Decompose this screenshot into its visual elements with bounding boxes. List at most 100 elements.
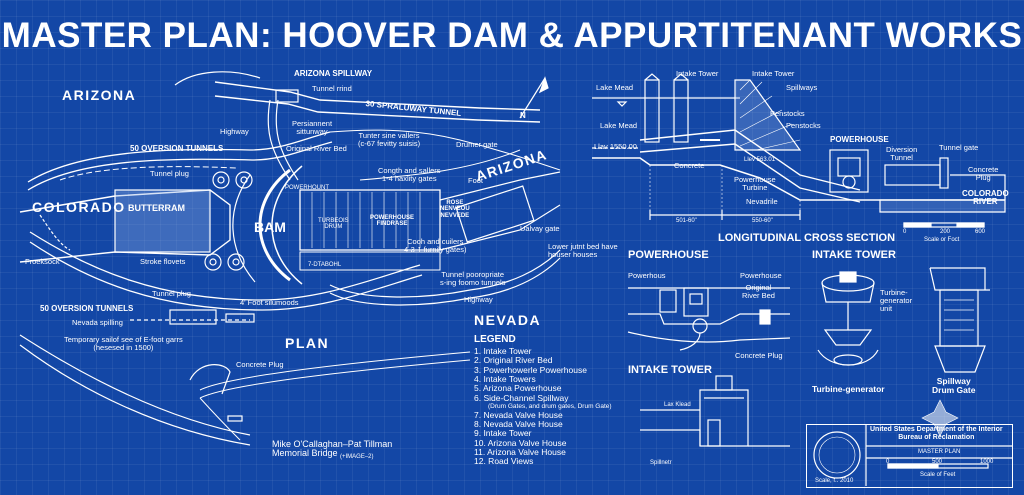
intake-tower-right-title: INTAKE TOWER [812,249,896,261]
butterram-label: BUTTERRAM [128,203,185,213]
title-block-drawing [813,424,1012,486]
turbine-generator-unit-label: Turbine- generator unit [880,288,913,313]
legend-item: 12. Road Views [474,456,534,467]
ualvay-gate-label: Ualvay gate [520,224,560,233]
title-scale-tick: 500 [932,459,943,465]
legend-item: 3. Powerhowerle Powerhouse [474,364,587,375]
intake-tower-left-title: INTAKE TOWER [628,364,712,376]
penstocks-1-label: Penstocks [770,109,805,118]
lake-mead-label: Lake Mead [600,121,638,130]
concrete-plug-plan-label: Concrete Plug [236,360,284,369]
congth-label: Congth and sallers 1-4 haxlity gates [378,166,441,183]
nevadrile-label: Nevadrile [746,197,778,206]
tdabohl-label: 7-DTABOHL [308,262,342,268]
section-powerhouse-label: POWERHOUSE [830,135,889,144]
foot-label: Foot [468,176,484,185]
arizona-spillway-label: ARIZONA SPILLWAY [294,69,373,78]
region-nevada: NEVADA [474,312,542,328]
legend-item: 4. Intake Towers [474,374,536,385]
lake-mead-top-label: Lake Mead [596,83,634,92]
bridge-label: Mike O'Callaghan–Pat Tillman Memorial Br… [272,439,393,459]
dam-label: BAM [254,219,286,235]
highway-bottom-label: Highway [464,295,493,304]
title-scale-tick: 1000 [980,459,994,465]
bridge-tag: (+IMAGE–2) [340,454,374,460]
section-scale-tick: 200 [940,229,951,235]
section-scale-tick: 600 [975,229,986,235]
plan-view [19,71,561,446]
penstocks-2-label: Penstocks [786,121,821,130]
stroke-flovets-label: Stroke flovets [140,257,186,266]
tunter-label: Tunter sine vallers (c-67 fevitty suisis… [358,131,421,148]
powerhount-label: POWERHOUNT [285,185,329,191]
colorado-river-label: COLORADO RIVER [962,189,1009,207]
powerhous-label: Powerhous [628,271,666,280]
llev-label: Llev 563.01 [744,157,776,163]
legend-list: 1. Intake Tower 2. Original River Bed 3.… [474,346,638,467]
tunnel-rrind-label: Tunnel rrind [312,84,352,93]
froeksock-label: Froeksock [25,257,60,266]
powerhouse-detail-drawing [627,287,791,351]
powerhouse-turbine-label: Powerhouse Turbine [734,175,776,192]
legend-item: 7. Nevada Valve House [474,409,563,420]
sheet-label: MASTER PLAN [918,449,961,455]
legend-item: 9. Intake Tower [474,428,532,439]
powerhouse-findrase-label: POWERHOUSE FINDRASE [370,215,415,228]
foot-silumoods-label: 4' Foot silumoods [240,298,299,307]
legend-item: 11. Arizona Valve House [474,446,566,457]
section-title: LONGITUDINAL CROSS SECTION [718,232,896,244]
region-colorado: COLORADO [32,199,126,215]
original-river-bed-label: Original River Bed [286,144,347,153]
drumer-gate-label: Drumer gate [456,140,498,149]
turbeoiss-label: TURBEOIS DRUM [318,218,349,231]
llav-label: Llav 1550.00 [594,142,637,151]
north-label: N [520,111,526,120]
spillnetr-label: Spillnetr [650,460,672,466]
title-block [806,424,1013,488]
nevada-spilling-label: Nevada spilling [72,318,123,327]
dim-2-label: 550-60" [752,218,773,224]
turbine-generator-label: Turbine-generator [812,384,885,394]
scale-note: Scale, f.. 2010 [815,478,854,484]
section-scale-tick: 0 [903,229,907,235]
diversion-tunnel-label: Diversion Tunnel [886,145,918,162]
title-scale-tick: 0 [886,459,890,465]
spillway-drum-gate-label: Spillway Drum Gate [932,376,976,395]
tunnel-plug-bottom-label: Tunnel plug [152,289,191,298]
persiannent-label: Persiannent sittunway [292,119,333,136]
concrete-plug-detail-label: Concrete Plug [735,351,783,360]
oversion-tunnels-top-label: 50 OVERSION TUNNELS [130,144,224,153]
tunnel-pooropriate-label: Tunnel pooropriate s-ing foomo tunnels [440,270,506,287]
section-scale-label: Scale or Foct [924,237,960,243]
intake-tower-right-drawing [817,267,990,373]
original-river-bed-detail-label: Original River Bed [742,283,775,300]
intake-tower-1-label: Intake Tower [676,69,719,78]
powerhouse-detail-title: POWERHOUSE [628,249,709,261]
plan-label: PLAN [285,335,330,351]
oversion-tunnels-bottom-label: 50 OVERSION TUNNELS [40,304,134,313]
legend-item: 10. Arizona Valve House [474,437,567,448]
region-arizona: ARIZONA [62,87,137,103]
intake-tower-left-drawing [640,375,790,447]
section-concrete-plug-label: Concrete Plug [968,165,999,182]
page-title: MASTER PLAN: HOOVER DAM & APPURTITENANT … [1,16,1023,55]
lax-klead-label: Lax Klead [664,402,691,408]
rose-label: ROSE NENVEOU NEVVEDE [440,200,470,219]
temporary-label: Temporary sailof see of E-foot garrs (he… [64,335,183,352]
spillways-label: Spillways [786,83,818,92]
longitudinal-section [592,73,1006,228]
legend-item: 1. Intake Tower [474,346,532,356]
tunnel-gate-label: Tunnel gate [939,143,979,152]
legend-title: LEGEND [474,334,516,345]
concrete-label: Concrete [674,161,705,170]
legend-item: 2. Original River Bed [474,355,553,366]
cooh-label: Cooh and cuilers 4-3-1 furnily gates) [404,237,467,254]
dim-1-label: 501-60" [676,218,697,224]
title-scale-label: Scale of Feet [920,472,956,478]
highway-top-label: Highway [220,127,249,136]
agency-label: United States Department of the Interior… [870,426,1003,442]
legend-item: 6. Side-Channel Spillway [474,392,569,403]
legend-item: 5. Arizona Powerhouse [474,383,562,394]
